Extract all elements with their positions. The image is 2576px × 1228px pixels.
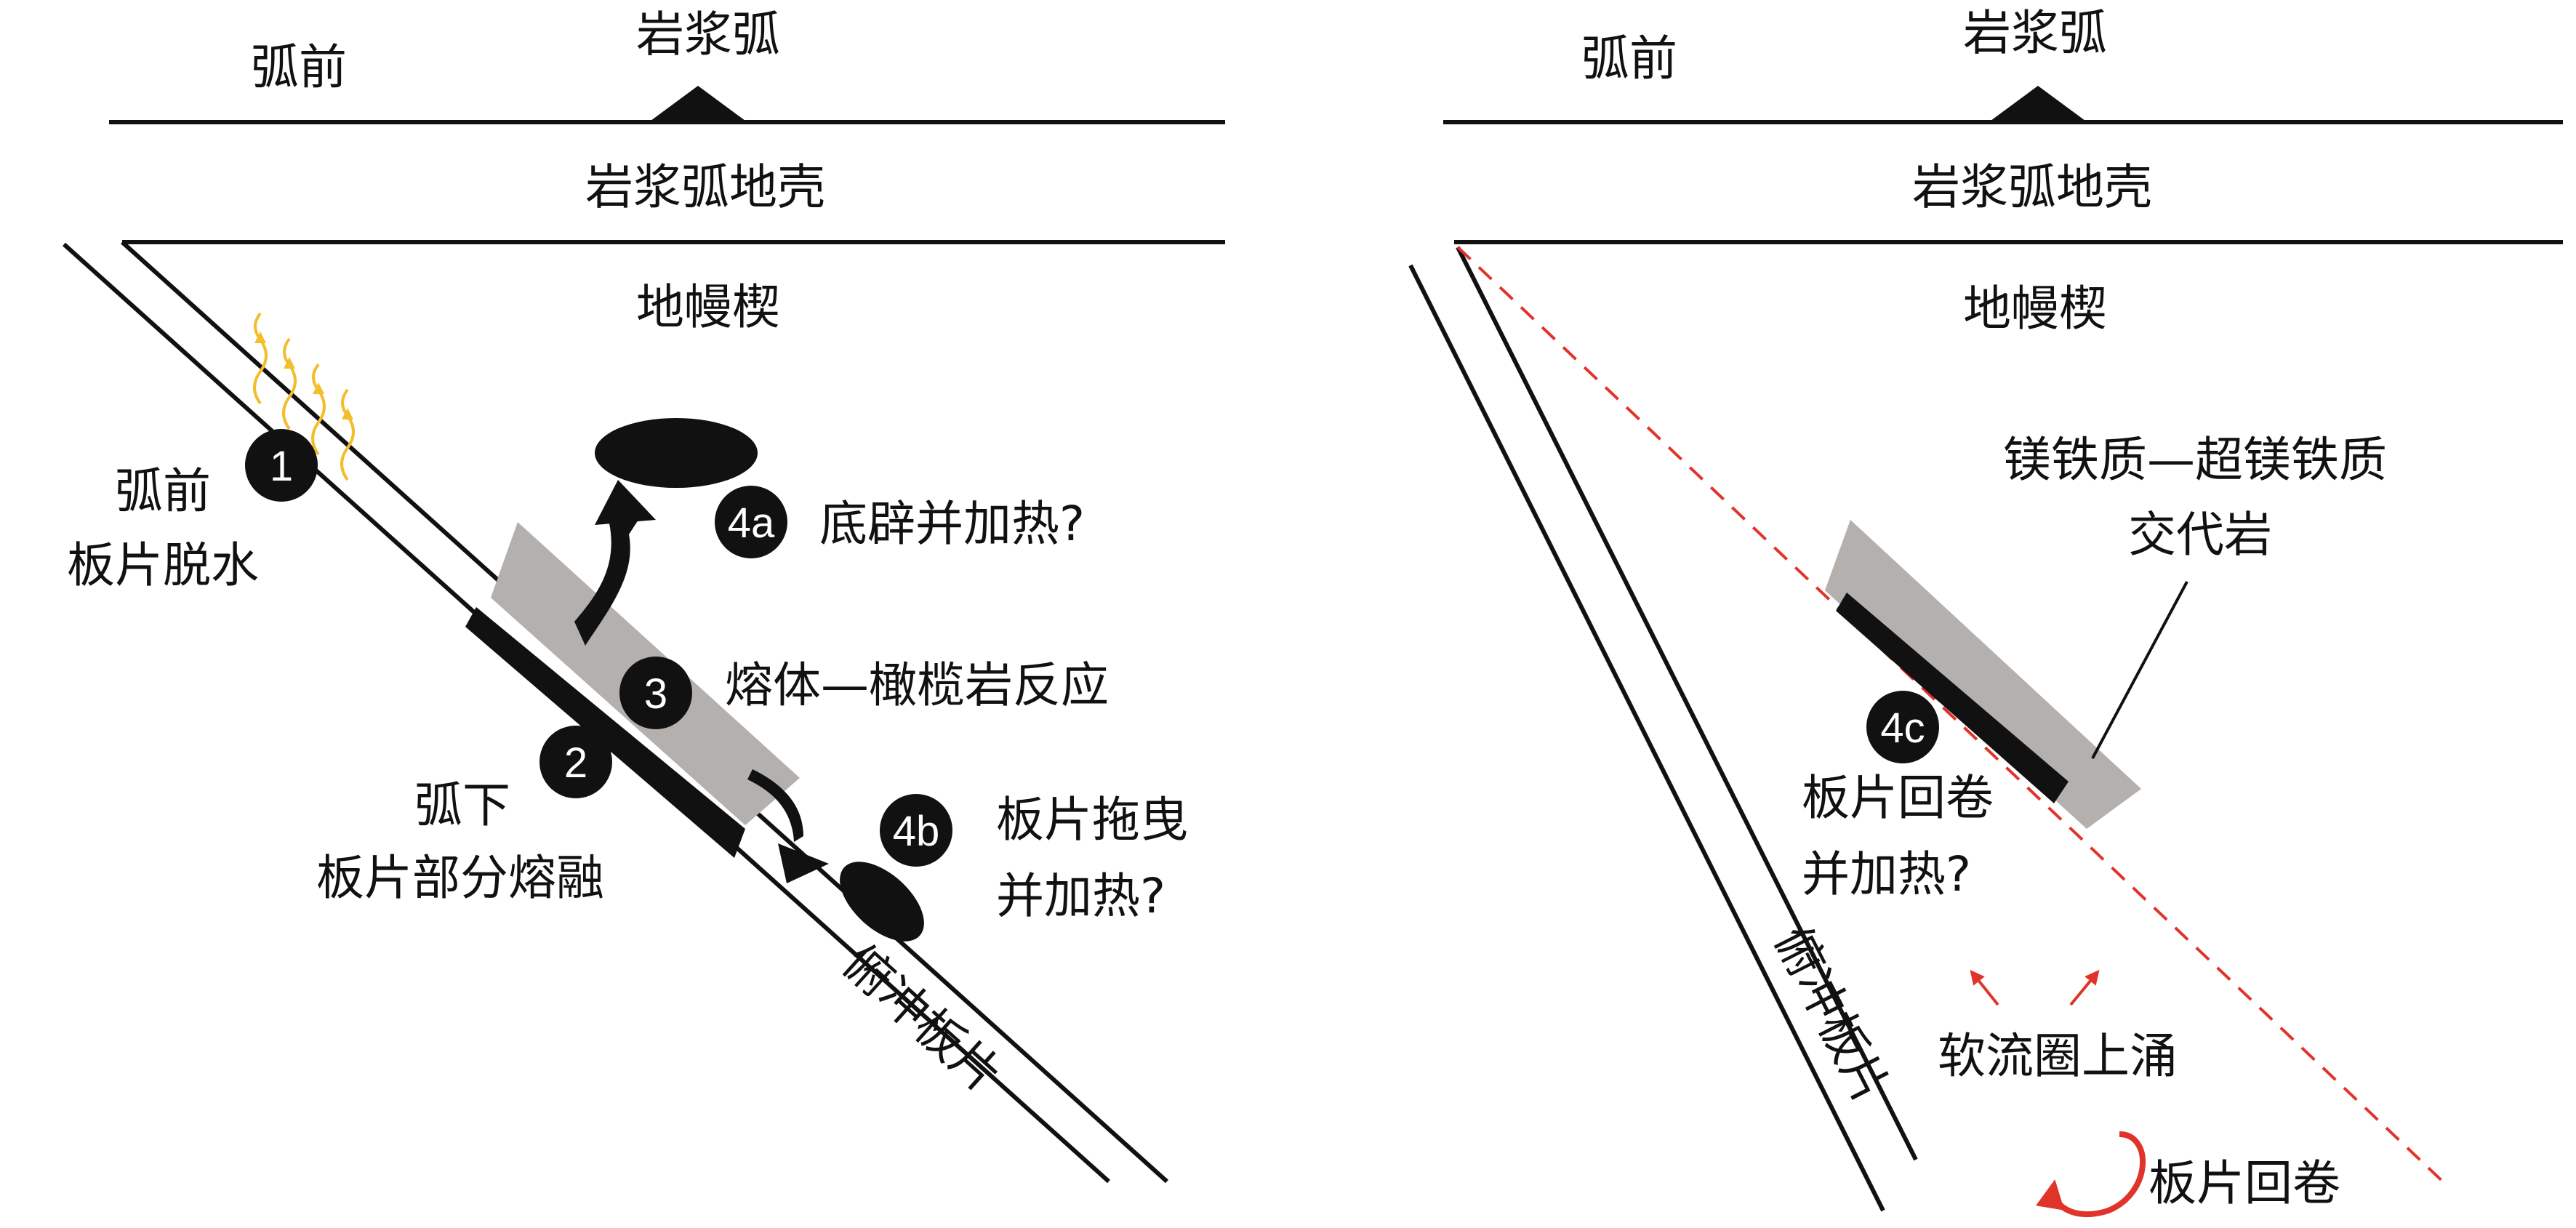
dehydration-fluid-icon: [253, 312, 355, 481]
metasomatite-label-line2: 交代岩: [2128, 507, 2272, 563]
step4b-number: 4b: [893, 808, 940, 855]
step3-label: 熔体—橄榄岩反应: [725, 657, 1109, 713]
left-arc-crust-label: 岩浆弧地壳: [585, 159, 825, 215]
drag-body: [840, 862, 924, 942]
step4a-number: 4a: [728, 499, 775, 547]
diapir-arrow-head: [595, 480, 656, 525]
step2-number: 2: [564, 739, 587, 787]
left-melting-layer: [465, 607, 745, 858]
step3-number: 3: [644, 670, 667, 718]
right-arc-volcano: [1991, 86, 2085, 121]
asthenosphere-upwelling-label: 软流圈上涌: [1938, 1028, 2178, 1084]
left-panel: 弧前 岩浆弧 岩浆弧地壳 地幔楔 俯冲板片 1 弧前 板片脱水: [62, 7, 1225, 1184]
left-arc-volcano: [651, 86, 745, 121]
rollback-curved-arrow: [2036, 1131, 2146, 1217]
step2-marker: [539, 726, 612, 798]
left-mantle-wedge-label: 地幔楔: [636, 279, 780, 335]
step4b-marker: [880, 794, 952, 867]
step1-number: 1: [270, 443, 293, 490]
right-slab-lower-line: [1408, 264, 1885, 1212]
step4b-label-line2: 并加热?: [996, 868, 1165, 924]
left-magmatic-arc-label: 岩浆弧: [636, 7, 780, 63]
metasomatite-label-line1: 镁铁质—超镁铁质: [2003, 432, 2387, 488]
right-panel: 弧前 岩浆弧 岩浆弧地壳 地幔楔 俯冲板片 镁铁质—超镁铁质 交代岩 4c 板片…: [1408, 5, 2563, 1217]
right-metasomatite-zone: [1825, 520, 2141, 829]
former-slab-dashed-line: [1456, 246, 2448, 1187]
right-magmatic-arc-label: 岩浆弧: [1963, 5, 2107, 61]
step2-label-line2: 板片部分熔融: [316, 850, 604, 906]
right-mantle-wedge-label: 地幔楔: [1963, 281, 2107, 337]
right-slab-melt-layer: [1836, 593, 2069, 803]
drag-arrow: [747, 769, 803, 842]
upwelling-arrow-right: [2069, 969, 2100, 1006]
step1-marker: [245, 429, 318, 502]
left-forearc-label: 弧前: [251, 39, 347, 95]
right-arc-crust-label: 岩浆弧地壳: [1912, 159, 2152, 215]
metasomatite-leader-line: [2091, 581, 2188, 759]
right-forearc-label: 弧前: [1581, 31, 1677, 87]
step4c-label-line1: 板片回卷: [1802, 770, 1994, 826]
step2-label-line1: 弧下: [414, 777, 510, 833]
step3-marker: [619, 657, 692, 729]
step4a-marker: [715, 486, 787, 558]
drag-arrow-head: [778, 843, 829, 883]
step4c-marker: [1866, 691, 1939, 763]
upwelling-arrow-left: [1970, 969, 1999, 1006]
step4a-label: 底辟并加热?: [819, 496, 1085, 552]
slab-rollback-label: 板片回卷: [2148, 1155, 2340, 1211]
step4b-label-line1: 板片拖曳: [996, 792, 1188, 848]
step4c-label-line2: 并加热?: [1802, 846, 1971, 902]
diapir-arrow: [574, 505, 640, 646]
step1-label-line1: 弧前: [115, 463, 211, 519]
step4c-number: 4c: [1880, 705, 1925, 752]
step1-label-line2: 板片脱水: [67, 537, 259, 593]
diapir-body: [595, 418, 758, 488]
right-slab-upper-line: [1456, 246, 1918, 1161]
